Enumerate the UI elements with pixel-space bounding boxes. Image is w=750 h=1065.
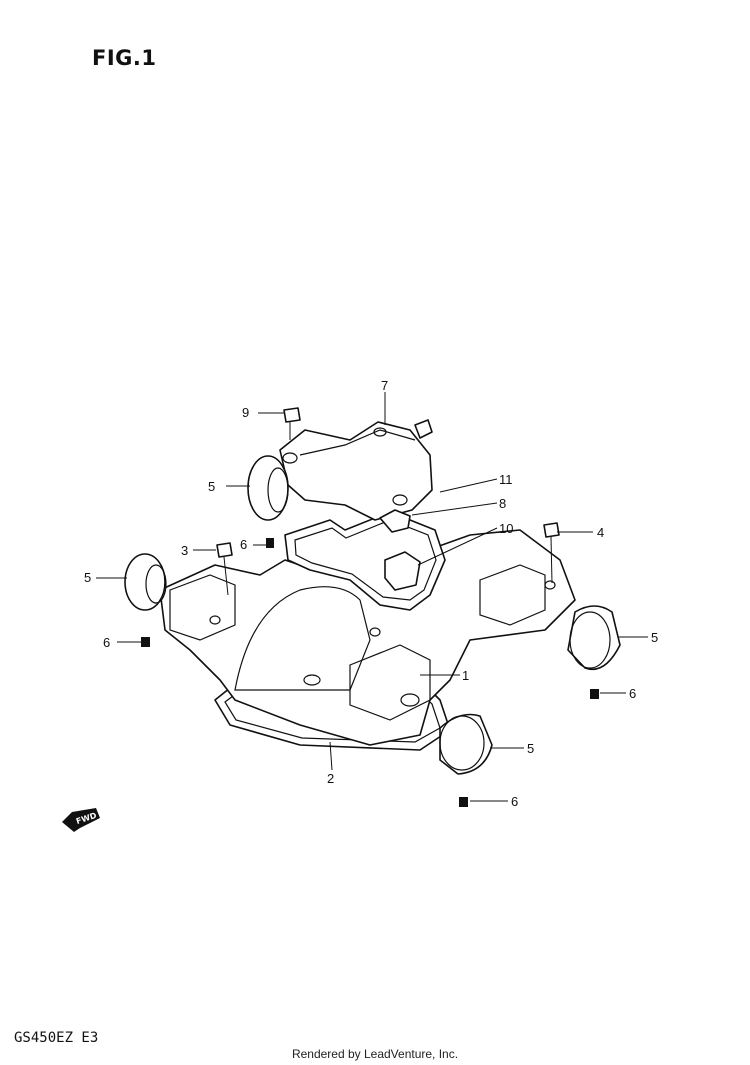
forward-arrow-icon: FWD bbox=[62, 808, 100, 832]
callout-5-right: 5 bbox=[651, 630, 658, 645]
cam-end-cap-right[interactable] bbox=[567, 605, 621, 670]
callout-5-upper: 5 bbox=[208, 479, 215, 494]
bolt-6-c[interactable] bbox=[590, 689, 599, 699]
callout-1: 1 bbox=[462, 668, 469, 683]
bolt-9[interactable] bbox=[283, 407, 301, 440]
cam-end-cap-lower[interactable] bbox=[439, 713, 493, 775]
cam-end-cap-left[interactable] bbox=[124, 553, 167, 611]
callout-11: 11 bbox=[499, 472, 513, 487]
cylinder-head-cover[interactable] bbox=[159, 529, 576, 746]
bolt-3[interactable] bbox=[216, 542, 233, 596]
callout-6-b: 6 bbox=[103, 635, 110, 650]
callout-5-lower: 5 bbox=[527, 741, 534, 756]
bolt-6-b[interactable] bbox=[141, 637, 150, 647]
callout-3: 3 bbox=[181, 543, 188, 558]
breather-plate[interactable] bbox=[379, 509, 411, 533]
callout-8: 8 bbox=[499, 496, 506, 511]
callout-10: 10 bbox=[499, 521, 513, 536]
footer-credit: Rendered by LeadVenture, Inc. bbox=[291, 1047, 459, 1061]
breather-damper[interactable] bbox=[384, 551, 421, 591]
cam-end-cap-upper-left[interactable] bbox=[247, 455, 289, 521]
callout-5-left: 5 bbox=[84, 570, 91, 585]
callout-6-d: 6 bbox=[511, 794, 518, 809]
callout-7: 7 bbox=[381, 378, 388, 393]
model-code: GS450EZ E3 bbox=[14, 1030, 99, 1046]
callout-6-c: 6 bbox=[629, 686, 636, 701]
callout-6-a: 6 bbox=[240, 537, 247, 552]
callout-2: 2 bbox=[327, 771, 334, 786]
figure-title: FIG.1 bbox=[92, 46, 157, 70]
callout-4: 4 bbox=[597, 525, 604, 540]
breather-cover[interactable] bbox=[279, 419, 433, 521]
bolt-6-d[interactable] bbox=[459, 797, 468, 807]
bolt-4[interactable] bbox=[543, 522, 560, 584]
callout-9: 9 bbox=[242, 405, 249, 420]
bolt-6-a[interactable] bbox=[266, 538, 274, 548]
